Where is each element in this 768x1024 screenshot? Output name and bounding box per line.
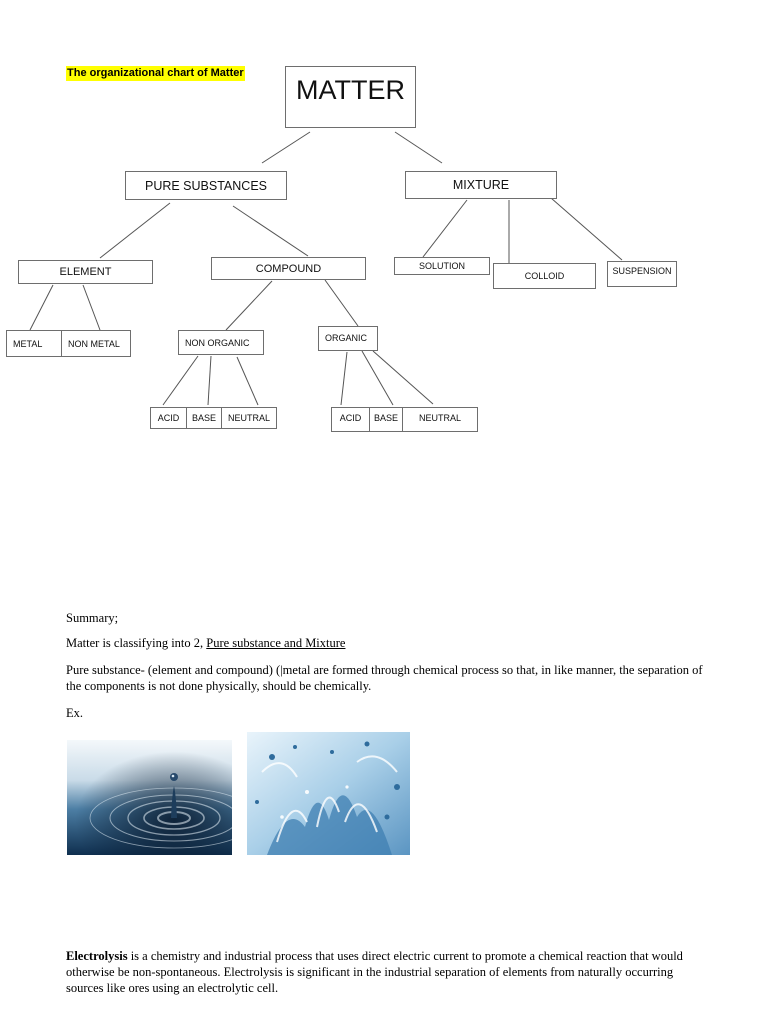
connector [394,131,443,164]
node-neutral: NEUTRAL [221,407,277,429]
connector [550,197,623,261]
node-organic: ORGANIC [318,326,378,351]
node-metal: METAL [6,330,62,357]
diagram-connectors [29,131,623,406]
node-acid: ACID [331,407,370,432]
electrolysis-term: Electrolysis [66,949,128,963]
summary-line-2: Pure substance- (element and compound) (… [66,663,703,693]
connector [236,356,259,406]
node-suspension: SUSPENSION [607,261,677,287]
connector [162,355,199,406]
node-base: BASE [369,407,403,432]
node-acid: ACID [150,407,187,429]
connector [82,284,101,331]
node-neutral: NEUTRAL [402,407,478,432]
connector [324,279,359,327]
example-label: Ex. [66,706,84,720]
chart-title: The organizational chart of Matter [66,66,245,81]
connector [207,355,212,406]
connector [340,351,348,406]
connector [99,202,171,259]
node-pure-substances: PURE SUBSTANCES [125,171,287,200]
summary-line-1-text: Matter is classifying into 2, [66,636,207,650]
node-matter: MATTER [285,66,416,128]
node-solution: SOLUTION [394,257,490,275]
node-colloid: COLLOID [493,263,596,289]
node-non-metal: NON METAL [61,330,131,357]
electrolysis-text: is a chemistry and industrial process th… [66,949,683,995]
summary-link: Pure substance and Mixture [206,636,346,650]
electrolysis-paragraph: Electrolysis is a chemistry and industri… [66,948,706,996]
connector [372,350,434,405]
connector [225,280,273,331]
node-compound: COMPOUND [211,257,366,280]
connector [29,284,54,331]
connector [422,199,468,258]
connector [361,350,394,406]
summary-heading: Summary; [66,611,119,625]
node-element: ELEMENT [18,260,153,284]
summary-line-1: Matter is classifying into 2, Pure subst… [66,635,716,651]
node-mixture: MIXTURE [405,171,557,199]
connector [261,131,311,164]
water-drop-photo [67,740,232,855]
connector [232,205,309,257]
node-base: BASE [186,407,222,429]
water-splash-photo [247,732,410,855]
node-non-organic: NON ORGANIC [178,330,264,355]
